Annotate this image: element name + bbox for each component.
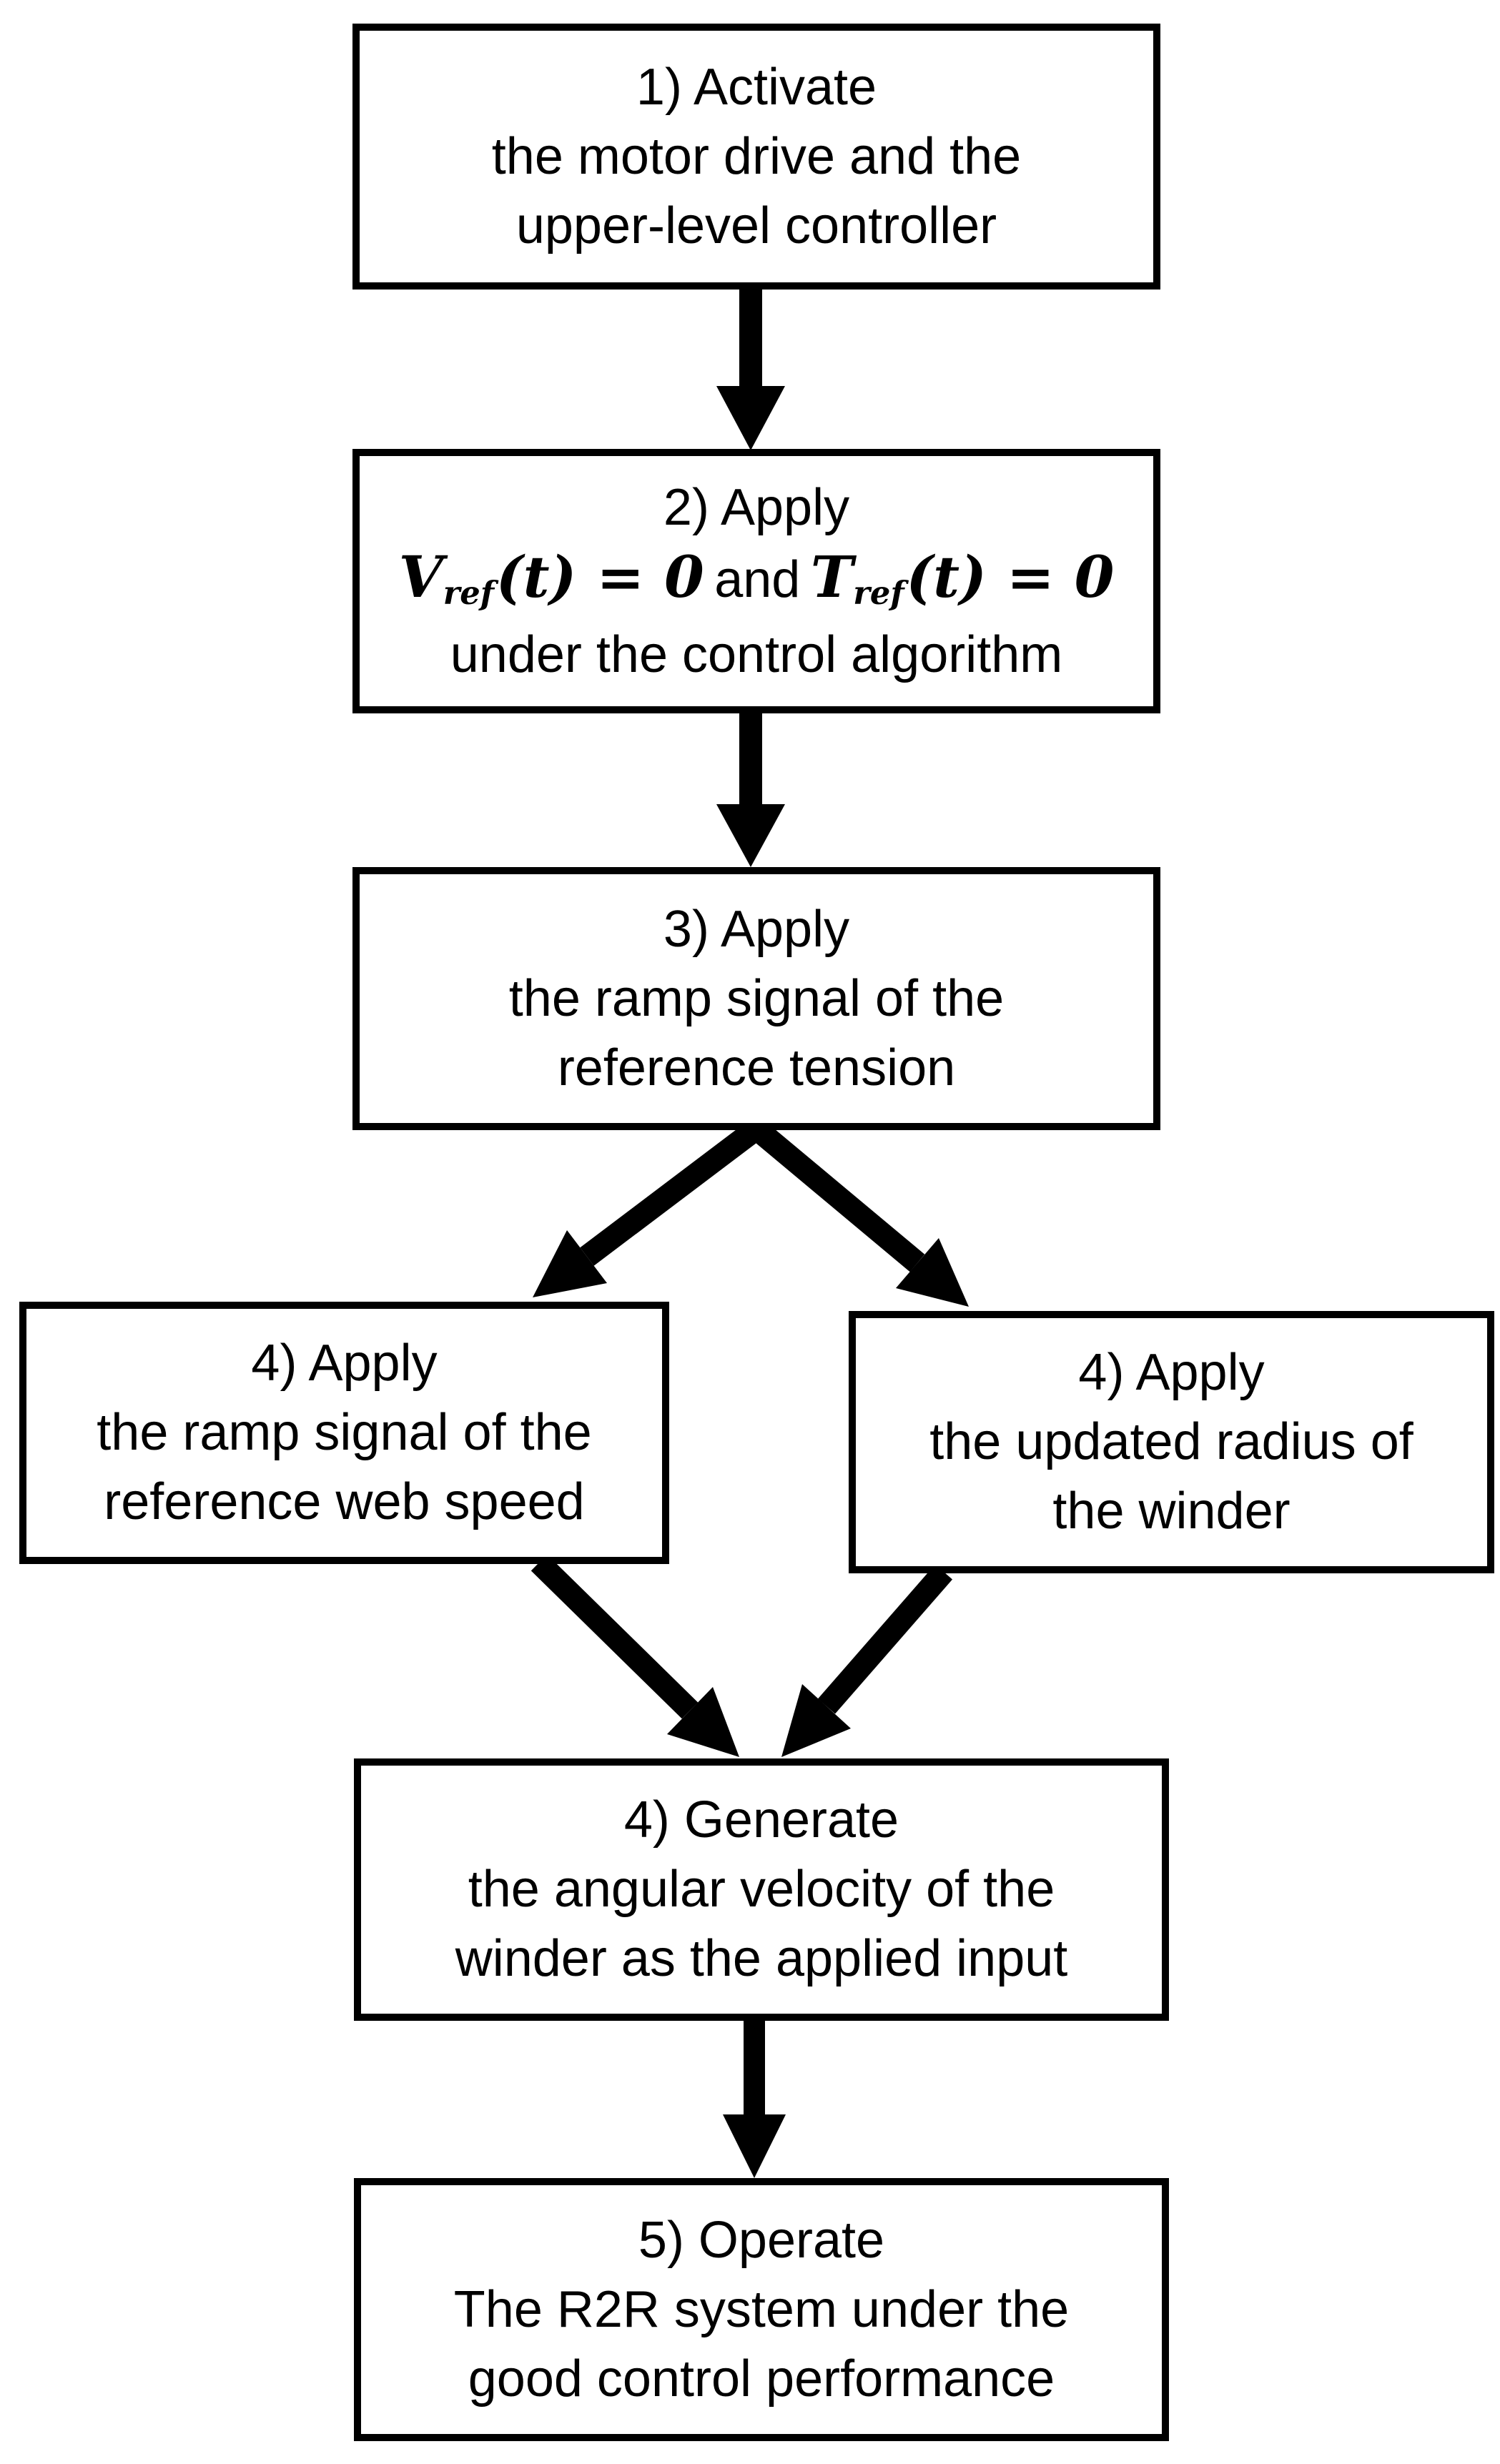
step4a-line-2: the ramp signal of the [97,1404,592,1461]
step5-line-2: The R2R system under the [453,2280,1070,2338]
step4a-line-3: reference web speed [104,1473,585,1530]
step1-line-3: upper-level controller [515,197,997,254]
arrow-step2-to-step3-icon [716,711,785,867]
flowchart-box-step3-apply-tension: 3) Apply the ramp signal of the referenc… [352,867,1160,1130]
step2-line-3: under the control algorithm [450,625,1063,683]
formula-t-symbol: T [810,543,854,610]
formula-v-expression: (t) = 0 [495,543,704,610]
step4a-line-1: 4) Apply [251,1335,438,1392]
step3-line-1: 3) Apply [663,900,850,958]
arrow-step4b-to-step4c-icon [781,1564,953,1757]
step4c-line-3: winder as the applied input [455,1930,1068,1987]
step4c-line-1: 4) Generate [623,1791,899,1849]
step1-line-2: the motor drive and the [491,127,1022,185]
step5-line-3: good control performance [468,2350,1055,2408]
step2-line-1: 2) Apply [663,478,850,536]
step1-line-1: 1) Activate [636,58,877,116]
step5-line-1: 5) Operate [638,2211,885,2269]
arrow-step4a-to-step4c-icon [531,1554,739,1757]
step4c-line-2: the angular velocity of the [468,1861,1055,1918]
formula-v-symbol: V [398,543,443,610]
formula-conjunction: and [714,550,801,608]
formula-t-subscript: ref [853,574,904,613]
step4b-line-2: the updated radius of [929,1413,1413,1470]
flowchart-box-step5-operate: 5) Operate The R2R system under the good… [354,2178,1169,2441]
step4b-line-3: the winder [1052,1483,1291,1540]
arrow-step4c-to-step5-icon [723,2019,786,2178]
arrow-step3-to-step4a-icon [533,1119,764,1297]
flowchart-box-step1-activate: 1) Activate the motor drive and the uppe… [352,24,1160,290]
step4b-line-1: 4) Apply [1078,1344,1265,1401]
formula-v-subscript: ref [443,574,495,613]
step3-line-2: the ramp signal of the [508,969,1005,1027]
formula-t-expression: (t) = 0 [906,543,1115,610]
arrow-step1-to-step2-icon [716,287,785,450]
flowchart-box-step4-generate: 4) Generate the angular velocity of the … [354,1758,1169,2021]
arrow-step3-to-step4b-icon [749,1119,969,1307]
step3-line-3: reference tension [557,1039,956,1097]
flowchart-box-step4-apply-web-speed: 4) Apply the ramp signal of the referenc… [19,1302,669,1564]
flowchart-box-step4-apply-radius: 4) Apply the updated radius of the winde… [849,1311,1494,1573]
